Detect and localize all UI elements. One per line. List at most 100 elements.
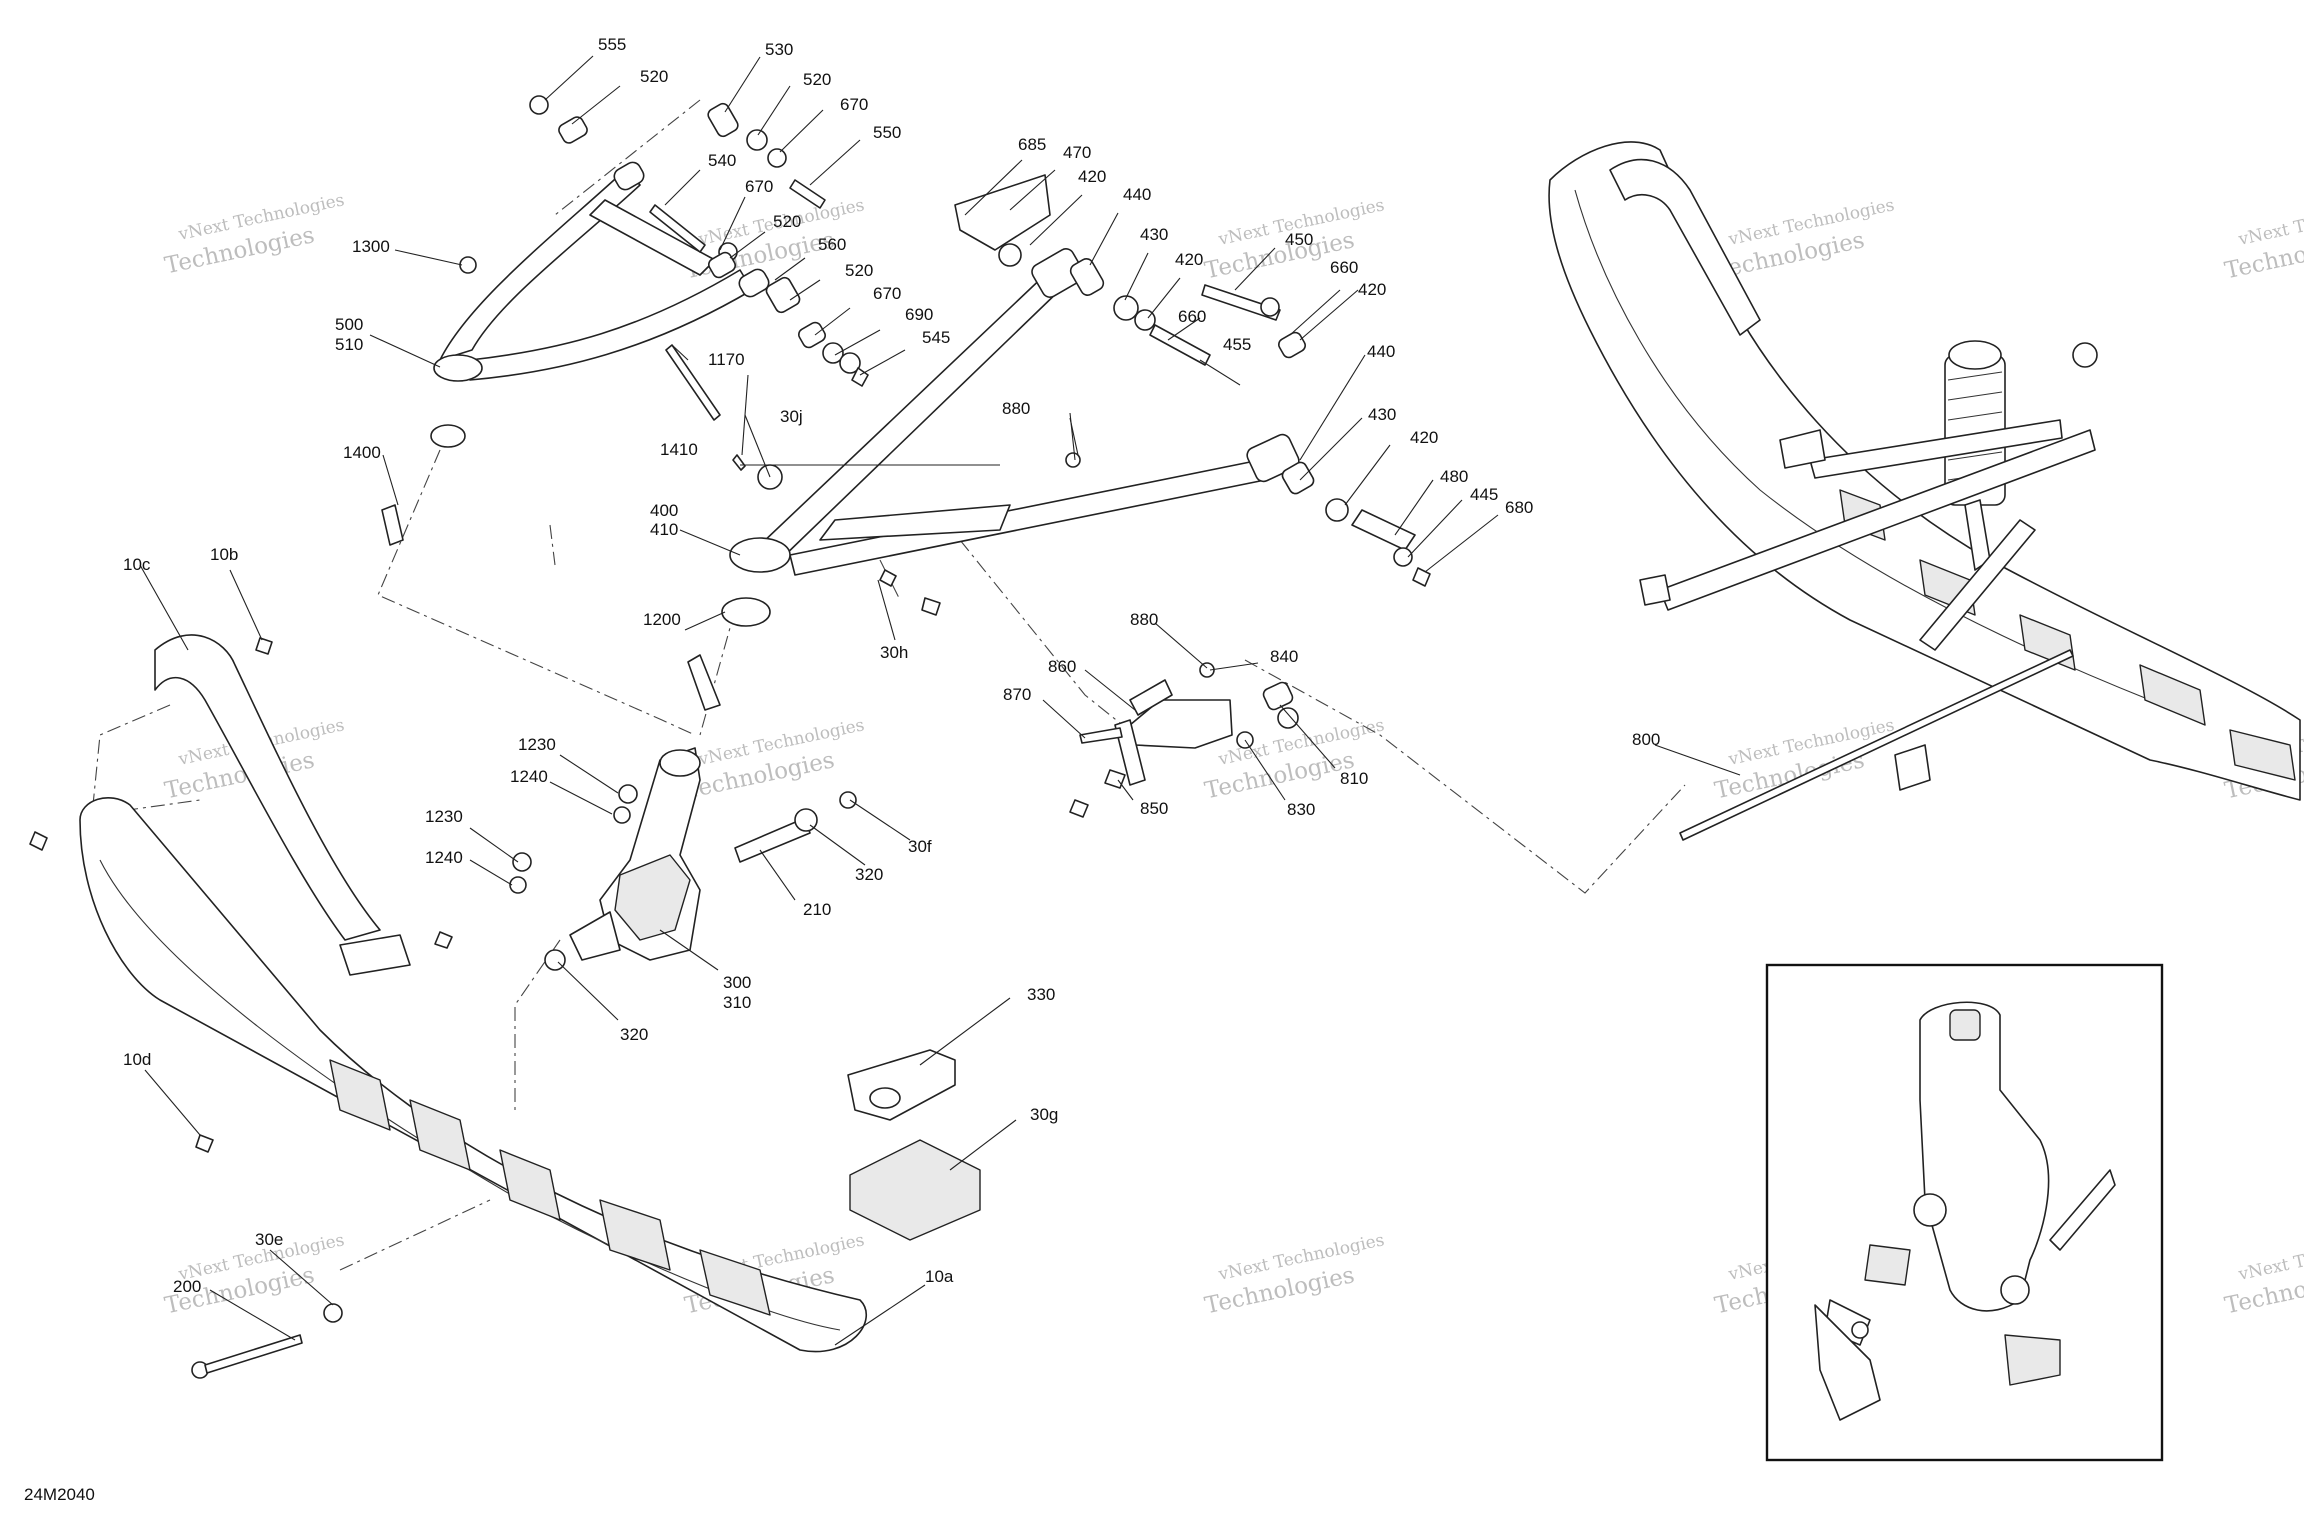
leader [209,1289,296,1341]
leader [559,754,619,794]
leader [1299,354,1366,461]
leader [1199,359,1241,386]
callout-850: 850 [1140,799,1168,818]
upper-arm-hardware [529,95,869,387]
bushing [558,116,588,144]
watermark: vNext Technologies Technologies [163,190,347,279]
callout-840: 840 [1270,647,1298,666]
sleeve [765,276,801,314]
leader [834,329,881,356]
leader [1029,194,1083,246]
callout-880: 880 [1130,610,1158,629]
lower-ball-joint [729,537,791,573]
washer [822,342,844,364]
callout-1300: 1300 [352,237,390,256]
assembled-spindle-foot [1894,744,1931,791]
ski-rib [599,1199,671,1271]
leader [719,196,746,251]
assembly-line [1244,659,1686,894]
callout-800: 800 [1632,730,1660,749]
leader [382,454,399,506]
assembled-ski-rib [2229,729,2296,781]
leader [229,569,263,641]
leader [809,139,861,186]
assembled-ski-edge [1574,189,2151,701]
leader [544,55,594,101]
leader [919,997,1011,1066]
callout-1230: 1230 [518,735,556,754]
leader [1124,252,1149,301]
leader [557,961,619,1021]
watermark: vNext Technologies Technologies [1713,195,1897,284]
callout-550: 550 [873,123,901,142]
steering-link [1129,679,1173,716]
callout-520: 520 [803,70,831,89]
callout-300: 300 [723,973,751,992]
sleeve [707,102,739,138]
washer [1260,297,1280,317]
leader [679,529,741,556]
spindle-top-eye [659,749,701,777]
callout-530: 530 [765,40,793,59]
leader [814,307,851,336]
callout-660: 660 [1178,307,1206,326]
ski-rib [329,1059,391,1131]
callout-420: 420 [1358,280,1386,299]
shock-top-cap [1948,340,2002,370]
callout-400: 400 [650,501,678,520]
assembled-upper-arm [1809,419,2063,479]
callout-1200: 1200 [643,610,681,629]
callout-810: 810 [1340,769,1368,788]
leader [469,859,513,886]
callout-450: 450 [1285,230,1313,249]
spindle [509,747,857,971]
callout-870: 870 [1003,685,1031,704]
callout-30e: 30e [255,1230,283,1249]
assembly-line [549,524,556,566]
bracket [954,174,1051,251]
callout-440: 440 [1367,342,1395,361]
nut [921,597,941,616]
leader [1289,289,1341,336]
bolt [195,1134,214,1153]
bolt [29,831,48,851]
callout-1170: 1170 [708,350,745,369]
callout-510: 510 [335,335,363,354]
circlip [459,256,477,274]
leader [571,85,621,125]
inset-spindle-eye [2000,1275,2030,1305]
leader [1147,277,1181,319]
leader [1009,169,1056,211]
inset-bolt [1851,1321,1869,1339]
lower-a-arm-gusset [819,504,1011,541]
sleeve [1069,258,1105,296]
upper-arm-bushing [738,268,770,298]
bushing [1262,681,1294,711]
callout-545: 545 [922,328,950,347]
bushing [798,321,826,349]
nut [839,791,857,809]
callout-1230: 1230 [425,807,463,826]
ski-pad-lower [849,1139,981,1241]
bolt-head [1069,799,1089,818]
leader [1234,247,1276,291]
ski-handle-foot [339,934,411,976]
leader [757,85,791,136]
nut [509,876,527,894]
callout-30g: 30g [1030,1105,1058,1124]
bolt [665,344,721,421]
assembly-line [377,449,696,736]
bolt [255,637,273,655]
inset-spindle [1919,1001,2050,1312]
leader [664,169,701,206]
leader [369,334,441,368]
leader [1117,779,1134,801]
assembly-lines [91,99,1686,1271]
leader [949,1119,1017,1171]
spindle-shaft [734,817,811,863]
washer [1113,295,1139,321]
callout-1240: 1240 [510,767,548,786]
washer [544,949,566,971]
leader [1244,739,1286,801]
upper-arm-bushing [613,161,645,191]
